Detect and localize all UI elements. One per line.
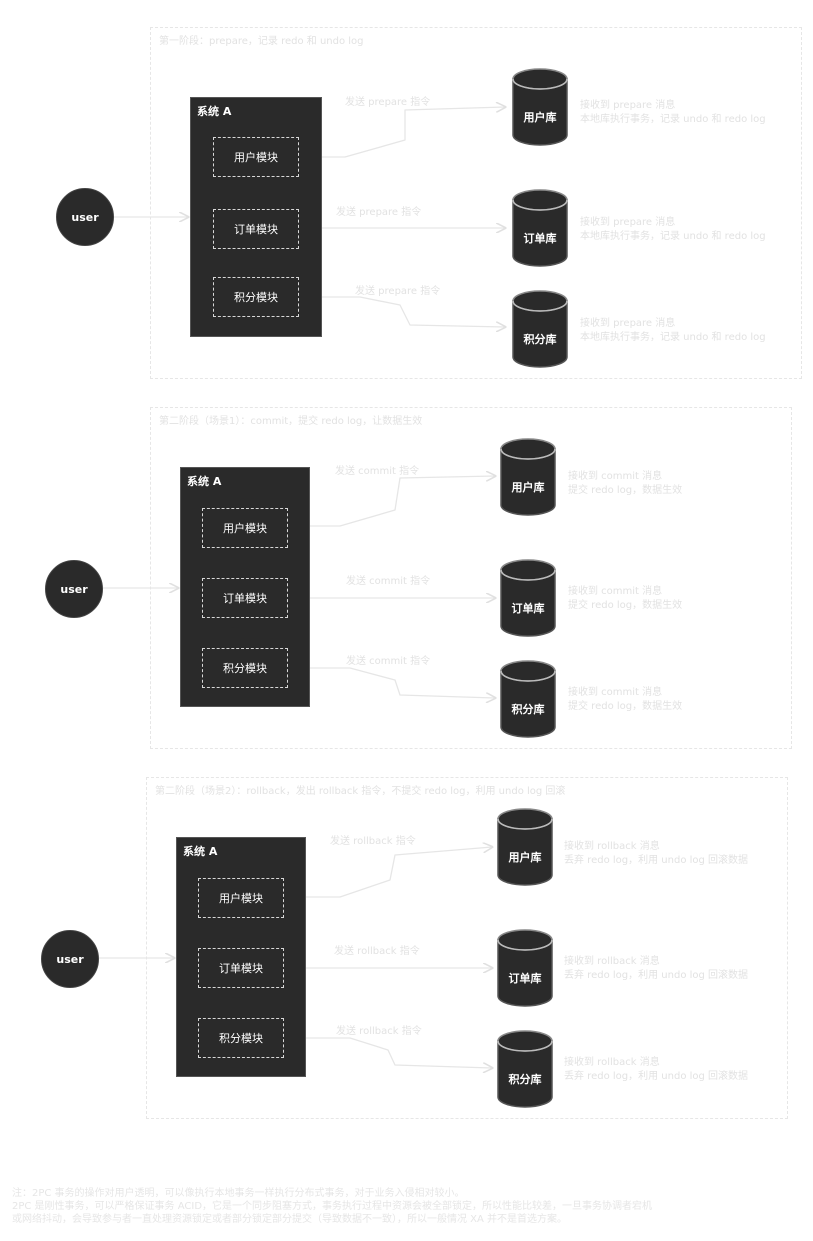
database-user: 用户库 (496, 807, 554, 887)
module-user: 用户模块 (213, 137, 299, 177)
db-description: 接收到 commit 消息 提交 redo log，数据生效 (568, 686, 682, 714)
system-title: 系统 A (183, 845, 218, 858)
database-user: 用户库 (511, 67, 569, 147)
arrow-label: 发送 commit 指令 (346, 576, 431, 587)
footnote-line: 2PC 是刚性事务，可以严格保证事务 ACID，它是一个同步阻塞方式，事务执行过… (12, 1201, 653, 1212)
user-node: user (45, 560, 103, 618)
desc-line: 接收到 rollback 消息 (564, 841, 660, 852)
user-node: user (41, 930, 99, 988)
module-order: 订单模块 (202, 578, 288, 618)
database-label: 订单库 (511, 602, 545, 615)
database-points: 积分库 (499, 659, 557, 739)
database-cylinder-icon (497, 929, 553, 1007)
footnote-line: 或网络抖动，会导致参与者一直处理资源锁定或者部分锁定部分提交（导致数据不一致），… (12, 1214, 568, 1225)
database-label: 订单库 (508, 972, 542, 985)
db-description: 接收到 rollback 消息 丢弃 redo log，利用 undo log … (564, 955, 748, 983)
database-order: 订单库 (499, 558, 557, 638)
database-points: 积分库 (496, 1029, 554, 1109)
phase-title: 第一阶段：prepare，记录 redo 和 undo log (159, 36, 364, 47)
database-label: 用户库 (523, 111, 557, 124)
db-description: 接收到 commit 消息 提交 redo log，数据生效 (568, 470, 682, 498)
desc-line: 本地库执行事务，记录 undo 和 redo log (580, 231, 766, 242)
desc-line: 接收到 prepare 消息 (580, 318, 676, 329)
desc-line: 接收到 commit 消息 (568, 687, 663, 698)
desc-line: 接收到 commit 消息 (568, 471, 663, 482)
desc-line: 接收到 rollback 消息 (564, 1057, 660, 1068)
module-points: 积分模块 (198, 1018, 284, 1058)
db-description: 接收到 commit 消息 提交 redo log，数据生效 (568, 585, 682, 613)
database-cylinder-icon (512, 189, 568, 267)
arrow-label: 发送 rollback 指令 (330, 836, 416, 847)
database-user: 用户库 (499, 437, 557, 517)
system-a-box: 系统 A 用户模块 订单模块 积分模块 (176, 837, 306, 1077)
arrow-label: 发送 prepare 指令 (355, 286, 441, 297)
connector-arrow (300, 296, 505, 327)
phase-rollback-frame: 第二阶段（场景2）：rollback，发出 rollback 指令，不提交 re… (146, 777, 788, 1119)
phase-prepare-frame: 第一阶段：prepare，记录 redo 和 undo log (150, 27, 802, 379)
database-cylinder-icon (500, 660, 556, 738)
system-a-box: 系统 A 用户模块 订单模块 积分模块 (180, 467, 310, 707)
db-description: 接收到 prepare 消息 本地库执行事务，记录 undo 和 redo lo… (580, 99, 766, 127)
desc-line: 提交 redo log，数据生效 (568, 701, 683, 712)
db-description: 接收到 prepare 消息 本地库执行事务，记录 undo 和 redo lo… (580, 317, 766, 345)
connector-arrow (300, 107, 505, 158)
desc-line: 提交 redo log，数据生效 (568, 600, 683, 611)
db-description: 接收到 prepare 消息 本地库执行事务，记录 undo 和 redo lo… (580, 216, 766, 244)
arrow-label: 发送 prepare 指令 (336, 207, 422, 218)
connector-arrow (289, 476, 495, 527)
phase-title: 第二阶段（场景2）：rollback，发出 rollback 指令，不提交 re… (155, 786, 566, 797)
desc-line: 丢弃 redo log，利用 undo log 回滚数据 (564, 855, 749, 866)
database-cylinder-icon (497, 1030, 553, 1108)
module-order: 订单模块 (198, 948, 284, 988)
system-a-box: 系统 A 用户模块 订单模块 积分模块 (190, 97, 322, 337)
system-title: 系统 A (197, 105, 232, 118)
module-user: 用户模块 (198, 878, 284, 918)
desc-line: 提交 redo log，数据生效 (568, 485, 683, 496)
desc-line: 丢弃 redo log，利用 undo log 回滚数据 (564, 970, 749, 981)
connector-arrow (285, 1037, 492, 1068)
footnote: 注：2PC 事务的操作对用户透明，可以像执行本地事务一样执行分布式事务，对于业务… (12, 1187, 802, 1226)
database-cylinder-icon (500, 559, 556, 637)
system-title: 系统 A (187, 475, 222, 488)
database-label: 用户库 (511, 481, 545, 494)
module-points: 积分模块 (202, 648, 288, 688)
database-label: 用户库 (508, 851, 542, 864)
database-label: 订单库 (523, 232, 557, 245)
desc-line: 本地库执行事务，记录 undo 和 redo log (580, 332, 766, 343)
desc-line: 接收到 commit 消息 (568, 586, 663, 597)
database-cylinder-icon (512, 68, 568, 146)
database-cylinder-icon (512, 290, 568, 368)
footnote-line: 注：2PC 事务的操作对用户透明，可以像执行本地事务一样执行分布式事务，对于业务… (12, 1188, 465, 1199)
database-order: 订单库 (511, 188, 569, 268)
arrow-label: 发送 commit 指令 (346, 656, 431, 667)
desc-line: 接收到 rollback 消息 (564, 956, 660, 967)
database-label: 积分库 (523, 333, 557, 346)
arrow-label: 发送 rollback 指令 (336, 1026, 422, 1037)
phase-title: 第二阶段（场景1）：commit，提交 redo log，让数据生效 (159, 416, 423, 427)
desc-line: 接收到 prepare 消息 (580, 217, 676, 228)
database-order: 订单库 (496, 928, 554, 1008)
connector-arrow (285, 847, 492, 898)
database-cylinder-icon (497, 808, 553, 886)
module-user: 用户模块 (202, 508, 288, 548)
database-label: 积分库 (511, 703, 545, 716)
db-description: 接收到 rollback 消息 丢弃 redo log，利用 undo log … (564, 840, 748, 868)
connector-arrow (289, 667, 495, 698)
arrow-label: 发送 commit 指令 (335, 466, 420, 477)
database-cylinder-icon (500, 438, 556, 516)
phase-commit-frame: 第二阶段（场景1）：commit，提交 redo log，让数据生效 (150, 407, 792, 749)
db-description: 接收到 rollback 消息 丢弃 redo log，利用 undo log … (564, 1056, 748, 1084)
arrow-label: 发送 prepare 指令 (345, 97, 431, 108)
module-order: 订单模块 (213, 209, 299, 249)
arrow-label: 发送 rollback 指令 (334, 946, 420, 957)
user-node: user (56, 188, 114, 246)
desc-line: 丢弃 redo log，利用 undo log 回滚数据 (564, 1071, 749, 1082)
database-label: 积分库 (508, 1073, 542, 1086)
desc-line: 本地库执行事务，记录 undo 和 redo log (580, 114, 766, 125)
desc-line: 接收到 prepare 消息 (580, 100, 676, 111)
database-points: 积分库 (511, 289, 569, 369)
module-points: 积分模块 (213, 277, 299, 317)
